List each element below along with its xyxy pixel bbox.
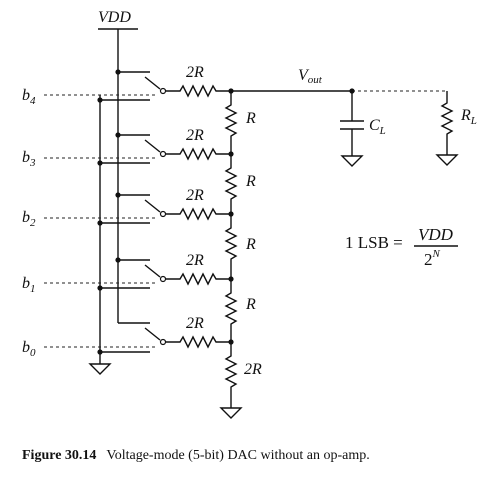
rail-junctions	[97, 69, 121, 355]
branch-resistor-b4	[166, 84, 231, 98]
termination-label: 2R	[244, 361, 262, 378]
ladder-resistor-1	[224, 91, 238, 154]
ladder-label-3: R	[245, 236, 256, 253]
svg-text:VDD: VDD	[418, 225, 454, 244]
switch-b1	[144, 264, 167, 283]
bit-label-b1: b1	[22, 275, 36, 295]
branch-resistor-b3	[166, 147, 231, 161]
ground-symbol-load	[435, 154, 459, 166]
branch-label-b3: 2R	[186, 127, 204, 144]
vout-label: Vout	[298, 67, 323, 86]
lsb-formula: 1 LSB = VDD 2N	[345, 225, 458, 269]
branch-resistor-b2	[166, 207, 231, 221]
ladder-label-1: R	[245, 110, 256, 127]
switch-b4	[144, 76, 167, 95]
branch-label-b0: 2R	[186, 315, 204, 332]
branch-label-b4: 2R	[186, 64, 204, 81]
load-resistor	[440, 91, 454, 155]
rl-label: RL	[460, 107, 477, 127]
cl-label: CL	[369, 117, 386, 137]
bit-label-b0: b0	[22, 339, 36, 359]
svg-text:2N: 2N	[424, 248, 441, 269]
branch-label-b2: 2R	[186, 187, 204, 204]
ladder-resistor-3	[224, 214, 238, 279]
ladder-resistor-2	[224, 154, 238, 214]
ladder-junctions	[228, 88, 234, 345]
branch-label-b1: 2R	[186, 252, 204, 269]
ladder-label-4: R	[245, 296, 256, 313]
ladder-label-2: R	[245, 173, 256, 190]
branch-resistor-b0	[166, 335, 231, 349]
branch-resistor-b1	[166, 272, 231, 286]
ground-symbol-ladder	[219, 407, 243, 419]
switch-b2	[144, 199, 167, 218]
ladder-resistor-4	[224, 279, 238, 342]
load-capacitor	[340, 91, 364, 167]
switch-b3	[144, 139, 167, 158]
bit-label-b4: b4	[22, 87, 36, 107]
vdd-label: VDD	[98, 9, 131, 26]
termination-resistor	[224, 342, 238, 404]
switch-b0	[144, 327, 167, 346]
svg-text:1 LSB =: 1 LSB =	[345, 233, 403, 252]
ground-symbol-left	[88, 363, 112, 375]
bit-label-b2: b2	[22, 209, 36, 229]
switch-contacts	[100, 71, 150, 353]
bit-label-b3: b3	[22, 149, 36, 169]
